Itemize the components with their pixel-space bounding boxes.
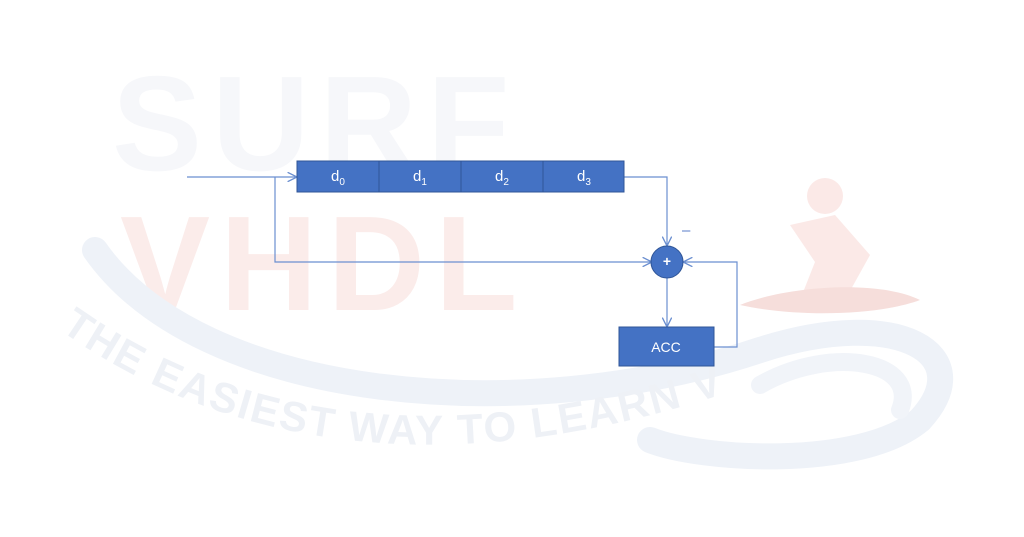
cell-d0-sub: 0 [339, 177, 345, 188]
accumulator-block: ACC [618, 326, 715, 367]
adder: + [650, 245, 684, 279]
watermark-wave-2 [751, 353, 912, 419]
cell-d2-base: d [495, 168, 503, 185]
register-cell-d3: d3 [542, 160, 625, 193]
adder-symbol: + [663, 253, 671, 269]
accumulator-label: ACC [651, 339, 681, 355]
d3-to-adder-arrow [624, 176, 667, 245]
cell-d3-base: d [577, 168, 585, 185]
svg-text:d1: d1 [413, 168, 427, 188]
watermark-wave [82, 237, 954, 470]
register-cell-d0: d0 [296, 160, 380, 193]
cell-d3-sub: 3 [585, 177, 591, 188]
svg-text:d0: d0 [331, 168, 345, 188]
watermark-logo: SURF VHDL THE EASIEST WAY TO LEARN VHDL [0, 0, 954, 470]
svg-text:d3: d3 [577, 168, 591, 188]
cell-d1-sub: 1 [421, 177, 427, 188]
cell-d0-base: d [331, 168, 339, 185]
connections [187, 176, 738, 348]
shift-register: d0 d1 d2 d3 [296, 160, 625, 193]
minus-sign: – [682, 222, 691, 239]
svg-text:d2: d2 [495, 168, 509, 188]
acc-feedback-arrow [684, 262, 738, 348]
cell-d2-sub: 2 [503, 177, 509, 188]
cell-d1-base: d [413, 168, 421, 185]
register-cell-d1: d1 [378, 160, 462, 193]
surfer-figure [740, 178, 920, 314]
feedforward-path [274, 177, 651, 262]
register-cell-d2: d2 [460, 160, 544, 193]
